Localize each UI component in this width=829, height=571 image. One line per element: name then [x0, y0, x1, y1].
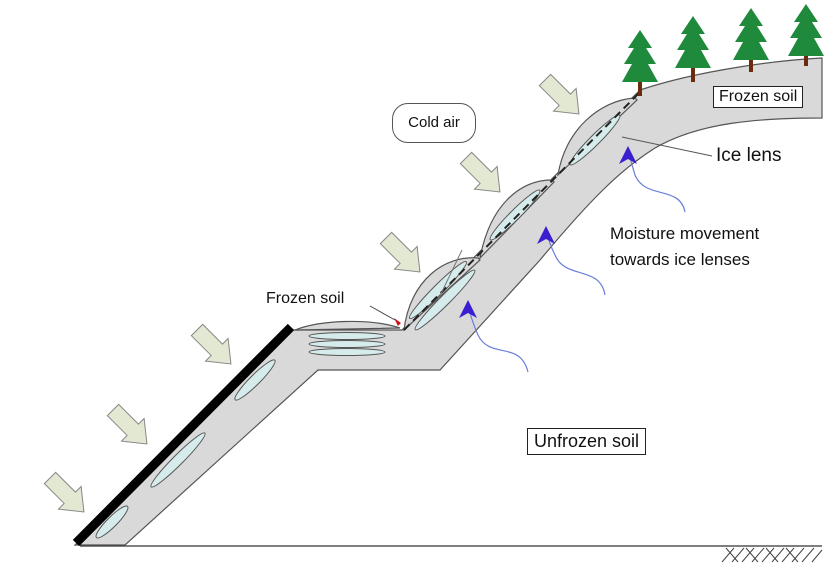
ice-lens-label: Ice lens: [716, 145, 782, 166]
cold-air-arrow-icon: [43, 471, 85, 513]
tree-icon: [622, 30, 658, 96]
moisture-arrow-heads: [459, 146, 637, 318]
slope-facing: [72, 323, 295, 547]
ground-hatch-icon: [721, 547, 823, 563]
cold-air-arrow-icon: [379, 231, 421, 273]
frost-front-dashed-line: [403, 91, 641, 331]
marker-red: [394, 318, 401, 326]
tree-icon: [733, 8, 769, 72]
cold-air-label: Cold air: [392, 103, 476, 143]
cold-air-arrows: [43, 73, 580, 513]
frozen-soil-top-label: Frozen soil: [713, 86, 804, 108]
ice-lens-leader: [621, 136, 713, 157]
trees: [622, 4, 824, 96]
unfrozen-soil-label: Unfrozen soil: [527, 428, 647, 455]
moisture-movement-label-line1: Moisture movement: [610, 224, 760, 243]
moisture-arrow-icon: [459, 300, 477, 318]
ice-lenses: [95, 114, 621, 539]
moisture-arrow-icon: [537, 226, 555, 244]
frozen-soil-mid-leader: [369, 305, 396, 321]
cold-air-arrow-icon: [459, 151, 501, 193]
cold-air-arrow-icon: [106, 403, 148, 445]
cold-air-arrow-icon: [190, 323, 232, 365]
moisture-arrow-icon: [619, 146, 637, 164]
moisture-movement-label-line2: towards ice lenses: [610, 250, 750, 269]
frozen-soil-mid-label: Frozen soil: [266, 290, 345, 307]
cold-air-arrow-icon: [538, 73, 580, 115]
tree-icon: [788, 4, 824, 66]
tree-icon: [675, 16, 711, 82]
frost-front-tick: [437, 249, 463, 301]
